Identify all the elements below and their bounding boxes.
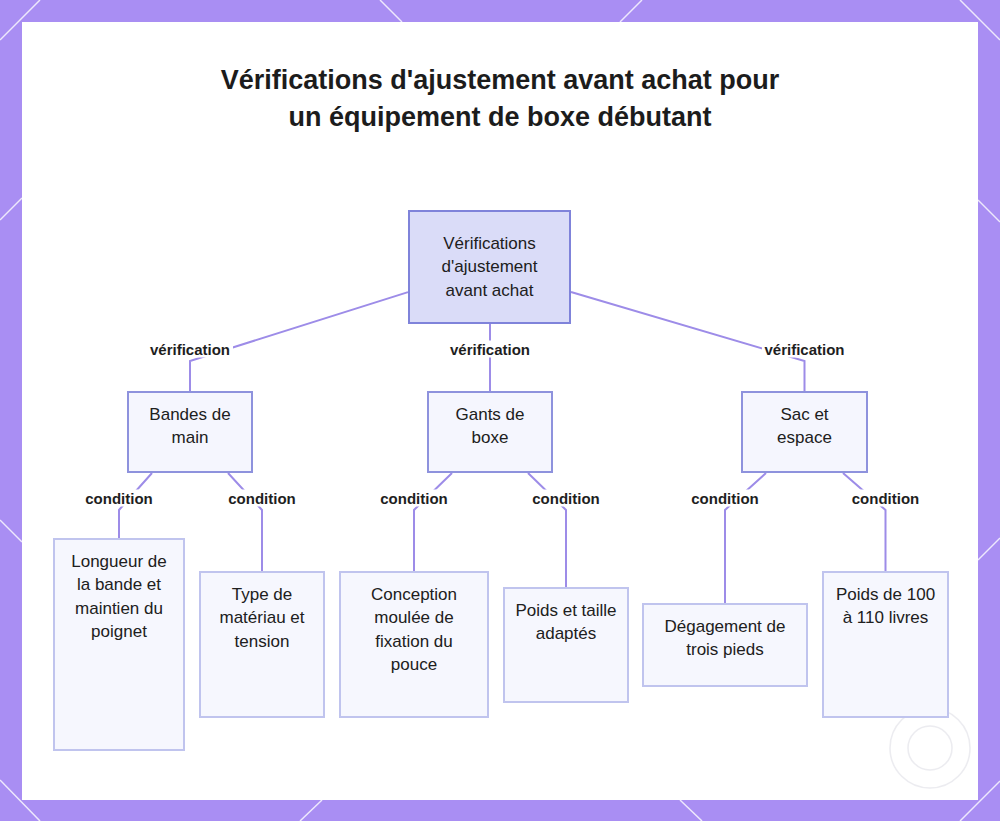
- condition-box: Dégagement de trois pieds: [642, 603, 808, 687]
- logo-mark: [890, 708, 970, 788]
- node-text: Conception moulée de fixation du pouce: [351, 583, 477, 677]
- condition-box: Type de matériau et tension: [199, 571, 325, 718]
- connector-line: [843, 473, 886, 571]
- connector-line: [414, 473, 452, 571]
- category-box: Gants de boxe: [427, 391, 553, 473]
- category-box: Sac et espace: [741, 391, 868, 473]
- edge-label: condition: [849, 490, 923, 507]
- diagram-title: Vérifications d'ajustement avant achat p…: [220, 62, 780, 136]
- category-box: Bandes de main: [127, 391, 253, 473]
- condition-box: Poids de 100 à 110 livres: [822, 571, 949, 718]
- white-panel: [22, 22, 978, 800]
- edge-label: vérification: [761, 341, 847, 358]
- edge-label: condition: [377, 490, 451, 507]
- condition-box: Poids et taille adaptés: [503, 587, 629, 703]
- root-box: Vérifications d'ajustement avant achat: [408, 210, 571, 324]
- node-text: Type de matériau et tension: [211, 583, 313, 653]
- node-text: Poids de 100 à 110 livres: [834, 583, 937, 630]
- connector-line: [489, 324, 491, 391]
- edge-label: condition: [82, 490, 156, 507]
- edge-label: condition: [688, 490, 762, 507]
- condition-box: Conception moulée de fixation du pouce: [339, 571, 489, 718]
- connector-line: [228, 473, 262, 571]
- node-text: Bandes de main: [139, 403, 241, 450]
- node-text: Dégagement de trois pieds: [654, 615, 796, 662]
- edge-label: condition: [529, 490, 603, 507]
- node-text: Longueur de la bande et maintien du poig…: [65, 550, 173, 644]
- node-text: Gants de boxe: [439, 403, 541, 450]
- node-text: Sac et espace: [753, 403, 856, 450]
- condition-box: Longueur de la bande et maintien du poig…: [53, 538, 185, 751]
- edge-label: vérification: [447, 341, 533, 358]
- edge-label: vérification: [147, 341, 233, 358]
- node-text: Vérifications d'ajustement avant achat: [420, 232, 559, 302]
- node-text: Poids et taille adaptés: [515, 599, 617, 646]
- edge-label: condition: [225, 490, 299, 507]
